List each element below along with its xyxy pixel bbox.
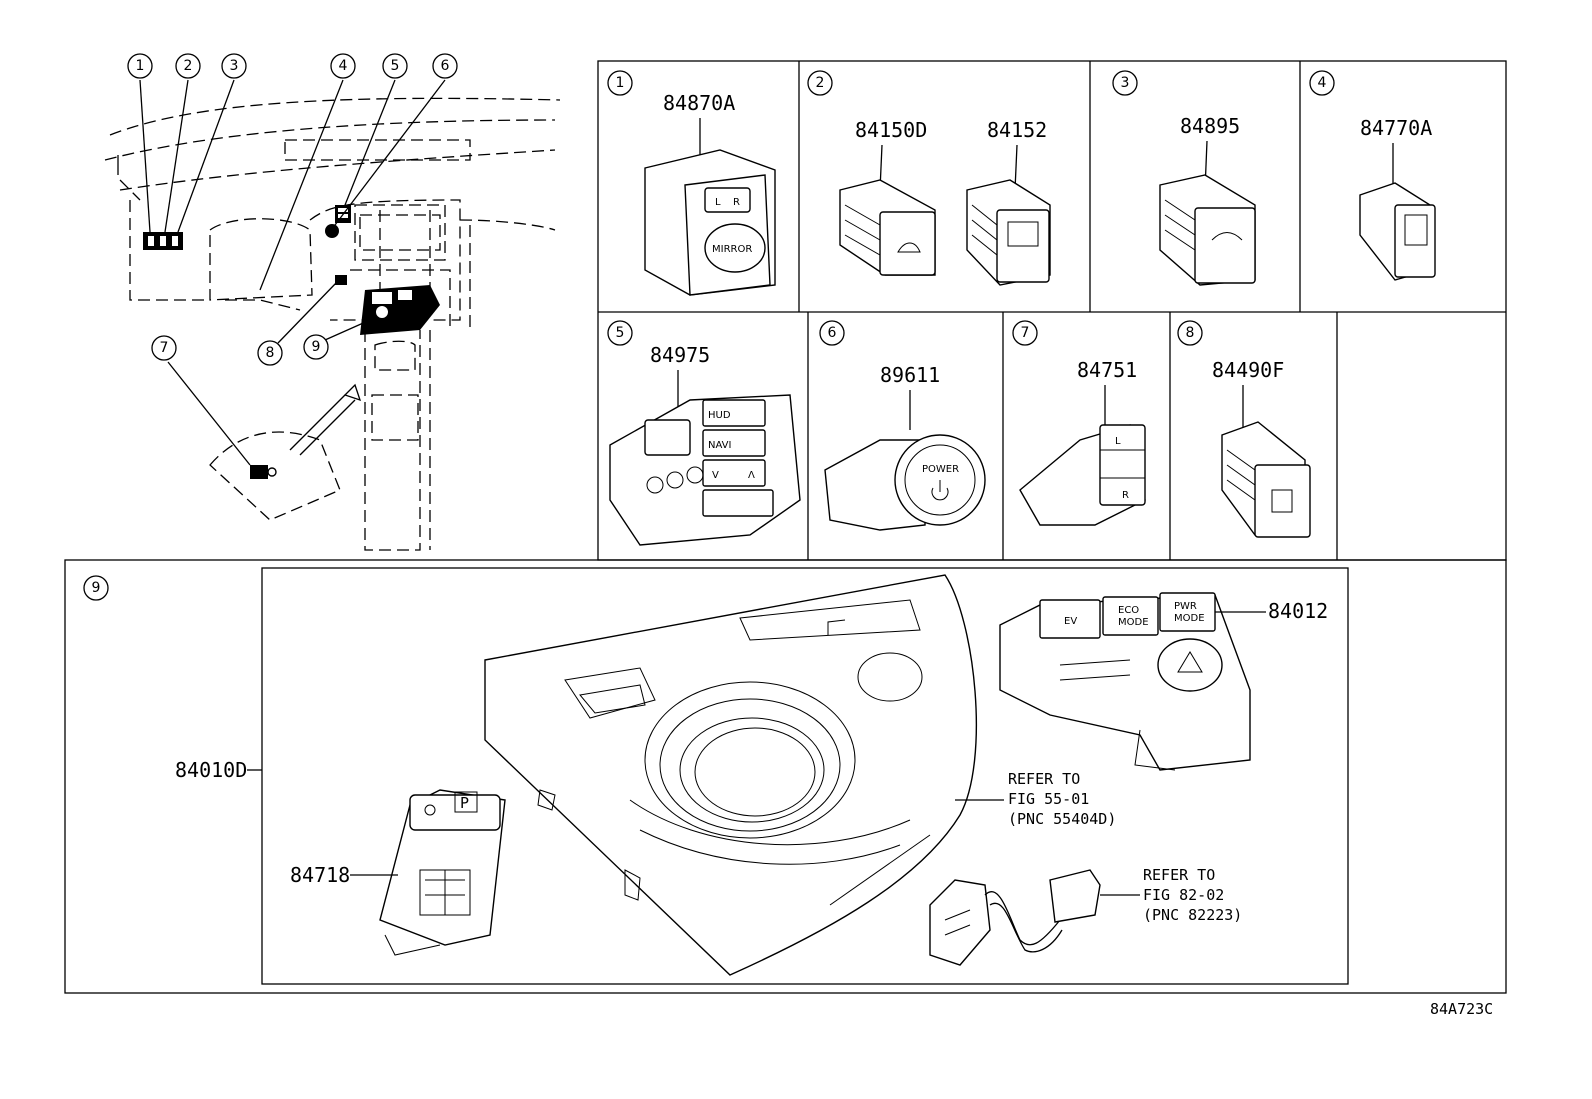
part-number-84870A[interactable]: 84870A bbox=[663, 91, 735, 115]
svg-text:4: 4 bbox=[1318, 75, 1327, 91]
overview-callout-6[interactable]: 6 bbox=[432, 53, 458, 79]
console-panel-drawing bbox=[484, 574, 977, 976]
svg-text:Λ: Λ bbox=[748, 470, 755, 481]
mode-switch-bank-drawing: EV ECO MODE PWR MODE bbox=[999, 592, 1251, 771]
svg-text:6: 6 bbox=[828, 325, 837, 341]
svg-text:R: R bbox=[733, 197, 740, 208]
cell-4: 4 84770A bbox=[1309, 70, 1436, 281]
svg-text:REFER TO: REFER TO bbox=[1008, 770, 1080, 788]
panel-9-index: 9 bbox=[83, 575, 109, 601]
mirror-heater-switch-drawing bbox=[966, 179, 1051, 286]
svg-text:7: 7 bbox=[1021, 325, 1030, 341]
svg-text:V: V bbox=[712, 470, 719, 481]
svg-text:L: L bbox=[1115, 436, 1121, 447]
cell-7: 7 84751 L R bbox=[1012, 320, 1146, 526]
part-number-84975[interactable]: 84975 bbox=[650, 343, 710, 367]
cell-7-index: 7 bbox=[1012, 320, 1038, 346]
cell-2: 2 84150D 84152 bbox=[807, 70, 1051, 286]
overview-callout-8[interactable]: 8 bbox=[257, 340, 283, 366]
svg-text:FIG 82-02: FIG 82-02 bbox=[1143, 886, 1224, 904]
overview-callout-9[interactable]: 9 bbox=[303, 334, 329, 360]
part-number-84490F[interactable]: 84490F bbox=[1212, 358, 1284, 382]
cell-5-index: 5 bbox=[607, 320, 633, 346]
cell-3: 3 84895 bbox=[1112, 70, 1256, 286]
svg-text:5: 5 bbox=[616, 325, 625, 341]
cell-1-index: 1 bbox=[607, 70, 633, 96]
part-number-84718[interactable]: 84718 bbox=[290, 863, 350, 887]
svg-text:4: 4 bbox=[339, 58, 348, 74]
overview-callout-1[interactable]: 1 bbox=[127, 53, 153, 79]
svg-text:9: 9 bbox=[312, 339, 321, 355]
cell-2-index: 2 bbox=[807, 70, 833, 96]
svg-text:ECO: ECO bbox=[1118, 605, 1139, 616]
power-switch-drawing: POWER bbox=[824, 434, 986, 531]
svg-text:L: L bbox=[715, 197, 721, 208]
svg-text:MODE: MODE bbox=[1174, 613, 1205, 624]
cell-3-index: 3 bbox=[1112, 70, 1138, 96]
refer-note-55: REFER TO FIG 55-01 (PNC 55404D) bbox=[955, 770, 1116, 828]
overview-callout-5[interactable]: 5 bbox=[382, 53, 408, 79]
cell-6-index: 6 bbox=[819, 320, 845, 346]
svg-text:(PNC 55404D): (PNC 55404D) bbox=[1008, 810, 1116, 828]
part-number-84150D[interactable]: 84150D bbox=[855, 118, 927, 142]
svg-text:5: 5 bbox=[391, 58, 400, 74]
part-number-84895[interactable]: 84895 bbox=[1180, 114, 1240, 138]
refer-note-82: REFER TO FIG 82-02 (PNC 82223) bbox=[1100, 866, 1242, 924]
small-switch-drawing bbox=[1359, 182, 1436, 281]
svg-text:EV: EV bbox=[1064, 616, 1077, 627]
headlight-leveling-switch-drawing bbox=[1221, 421, 1311, 538]
panel-9: 9 84010D EV ECO bbox=[64, 559, 1507, 994]
svg-text:1: 1 bbox=[136, 58, 145, 74]
svg-text:HUD: HUD bbox=[708, 410, 731, 421]
part-number-84770A[interactable]: 84770A bbox=[1360, 116, 1432, 140]
cell-5: 5 84975 HUD NAVI V Λ bbox=[607, 320, 801, 546]
svg-text:2: 2 bbox=[816, 75, 825, 91]
wire-harness-drawing bbox=[929, 869, 1101, 966]
svg-text:8: 8 bbox=[266, 345, 275, 361]
svg-text:7: 7 bbox=[160, 340, 169, 356]
svg-text:NAVI: NAVI bbox=[708, 440, 731, 451]
cell-1: 1 84870A L R MIRROR bbox=[607, 70, 776, 296]
overview-callout-4[interactable]: 4 bbox=[330, 53, 356, 79]
overview-callout-3[interactable]: 3 bbox=[221, 53, 247, 79]
cell-4-index: 4 bbox=[1309, 70, 1335, 96]
svg-text:1: 1 bbox=[616, 75, 625, 91]
part-number-84152[interactable]: 84152 bbox=[987, 118, 1047, 142]
svg-text:FIG 55-01: FIG 55-01 bbox=[1008, 790, 1089, 808]
svg-text:REFER TO: REFER TO bbox=[1143, 866, 1215, 884]
overview-callout-2[interactable]: 2 bbox=[175, 53, 201, 79]
svg-text:8: 8 bbox=[1186, 325, 1195, 341]
cell-8-index: 8 bbox=[1177, 320, 1203, 346]
svg-text:9: 9 bbox=[92, 580, 101, 596]
svg-text:6: 6 bbox=[441, 58, 450, 74]
svg-text:R: R bbox=[1122, 490, 1129, 501]
dashboard-overview bbox=[104, 79, 561, 551]
svg-text:POWER: POWER bbox=[922, 464, 959, 475]
wiper-switch-drawing bbox=[839, 179, 936, 276]
part-number-89611[interactable]: 89611 bbox=[880, 363, 940, 387]
svg-text:MIRROR: MIRROR bbox=[712, 244, 752, 255]
cell-6: 6 89611 POWER bbox=[819, 320, 986, 531]
park-switch-drawing: P bbox=[379, 789, 506, 956]
hud-navi-switch-drawing: HUD NAVI V Λ bbox=[609, 394, 801, 546]
svg-text:PWR: PWR bbox=[1174, 601, 1197, 612]
overview-callout-7[interactable]: 7 bbox=[151, 335, 177, 361]
mirror-switch-drawing: L R MIRROR bbox=[644, 149, 776, 296]
drawing-id: 84A723C bbox=[1430, 1000, 1493, 1018]
defog-switch-drawing bbox=[1159, 174, 1256, 286]
part-number-84010D[interactable]: 84010D bbox=[175, 758, 247, 782]
part-number-84751[interactable]: 84751 bbox=[1077, 358, 1137, 382]
cell-8: 8 84490F bbox=[1177, 320, 1311, 538]
svg-text:3: 3 bbox=[230, 58, 239, 74]
svg-text:3: 3 bbox=[1121, 75, 1130, 91]
seat-heater-switch-drawing: L R bbox=[1019, 424, 1146, 526]
svg-text:P: P bbox=[460, 794, 469, 812]
svg-text:MODE: MODE bbox=[1118, 617, 1149, 628]
svg-text:2: 2 bbox=[184, 58, 193, 74]
part-number-84012[interactable]: 84012 bbox=[1268, 599, 1328, 623]
svg-text:(PNC 82223): (PNC 82223) bbox=[1143, 906, 1242, 924]
